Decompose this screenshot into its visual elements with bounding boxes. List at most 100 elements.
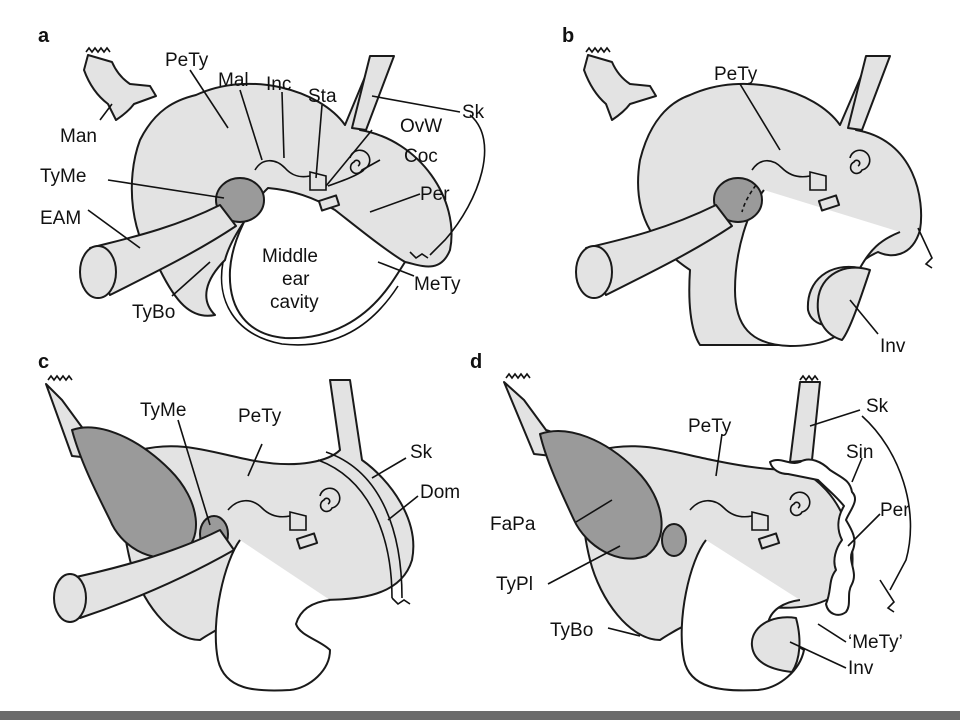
panel-d-lead-typl — [547, 545, 621, 585]
panel-d-tympanic-membrane — [661, 523, 687, 557]
panel-b-mandible-teeth — [585, 46, 611, 54]
panel-a-label-inc: Inc — [266, 74, 291, 95]
panel-d-lead-mety — [817, 623, 847, 643]
panel-a-label-eam: EAM — [40, 208, 81, 229]
panel-a-label-pety: PeTy — [165, 50, 209, 71]
panel-a-lead-man — [99, 103, 113, 121]
panel-a-lead-ovw — [325, 129, 373, 187]
panel-c-lead-tyme — [177, 419, 211, 526]
panel-b-skull-tip — [917, 227, 933, 269]
panel-c: c TyMe PeTy Sk Dom — [38, 351, 460, 692]
panel-d-label-pety: PeTy — [688, 416, 732, 437]
panel-c-label-tyme: TyMe — [140, 400, 186, 421]
panel-c-label-dom: Dom — [420, 482, 460, 503]
panel-d-label-fapa: FaPa — [490, 514, 536, 535]
panel-a-label-tyme: TyMe — [40, 166, 86, 187]
panel-b-stapes — [809, 170, 827, 191]
panel-b: b PeTy Inv — [562, 25, 933, 357]
panel-b-lead-inv — [849, 299, 879, 335]
panel-a-lead-inc — [281, 91, 285, 159]
panel-d-facial-part — [539, 430, 663, 560]
panel-a-lead-mal — [239, 89, 263, 161]
panel-a-cavity-wall — [220, 261, 399, 346]
panel-c-cochlea — [319, 487, 341, 513]
panel-d-lead-fapa — [575, 499, 613, 523]
panel-d-letter: d — [470, 351, 482, 373]
panel-b-tympanic-membrane — [713, 177, 763, 223]
panel-c-ossicles — [227, 499, 291, 518]
panel-d-skull-stub-tip — [799, 374, 819, 382]
panel-d-label-per: Per — [880, 500, 910, 521]
panel-c-white-cavity — [214, 539, 331, 692]
panel-b-label-pety: PeTy — [714, 64, 758, 85]
panel-a-label-per: Per — [420, 184, 450, 205]
panel-a-mandible-teeth — [85, 46, 111, 54]
panel-c-label-sk: Sk — [410, 442, 433, 463]
panel-c-stapes — [289, 510, 307, 531]
panel-a-label-coc: Coc — [404, 146, 438, 167]
panel-d-mandible-teeth — [505, 372, 531, 380]
bottom-bar — [0, 711, 960, 720]
panel-b-skull-stub — [847, 55, 891, 131]
panel-c-lead-pety — [247, 443, 263, 477]
panel-d-label-tybo: TyBo — [550, 620, 593, 641]
panel-a-skull-stub — [351, 55, 395, 131]
panel-d: d PeTy Sk Sin FaPa Per Ty — [470, 351, 912, 692]
panel-c-mandible-teeth — [47, 374, 73, 382]
panel-d-sinus — [769, 458, 856, 616]
panel-b-cochlea — [849, 149, 871, 175]
panel-d-lead-sin — [851, 457, 863, 483]
panel-d-lead-per — [847, 513, 881, 547]
panel-b-meatus-opening — [575, 245, 613, 299]
panel-a-label-ovw: OvW — [400, 116, 442, 137]
panel-a-label-mal: Mal — [218, 70, 249, 91]
panel-a-tympanic-membrane — [215, 177, 265, 223]
panel-c-oval-window — [295, 532, 319, 550]
panel-a-letter: a — [38, 25, 50, 47]
panel-d-skull-stub — [789, 381, 821, 463]
panel-d-lead-inv — [789, 641, 847, 669]
panel-a-middle-ear-cavity — [228, 187, 406, 340]
panel-d-lead-pety — [715, 433, 723, 477]
panel-a-label-mety: MeTy — [414, 274, 461, 295]
panel-d-skull-tip — [879, 579, 896, 613]
panel-c-dome-inner — [325, 451, 403, 599]
panel-a-meatus-opening — [79, 245, 117, 299]
panel-b-ossicles — [751, 159, 811, 178]
panel-b-lead-pety — [739, 83, 781, 151]
panel-c-label-pety: PeTy — [238, 406, 282, 427]
panel-d-inv-pocket — [750, 616, 801, 673]
panel-a-external-acoustic-meatus — [89, 204, 237, 296]
panel-d-lead-tybo — [607, 627, 641, 637]
panel-c-external-acoustic-meatus — [61, 529, 235, 619]
panel-a-lead-sk — [371, 95, 461, 113]
panel-a-lead-per — [369, 193, 421, 213]
panel-c-lead-dom — [387, 495, 419, 521]
panel-c-meatus-opening — [53, 573, 87, 623]
panel-d-label-mety: ‘MeTy’ — [848, 632, 903, 653]
panel-a-skull-line — [429, 114, 486, 256]
panel-a-skull-line-tip — [409, 251, 429, 260]
panel-a-label-sk: Sk — [462, 102, 485, 123]
panel-a-malleus-incus — [254, 159, 311, 178]
panel-c-lead-sk — [371, 457, 407, 479]
panel-b-dashed-ossicle — [741, 184, 757, 213]
panel-b-letter: b — [562, 25, 574, 47]
panel-b-mandible — [583, 54, 657, 121]
panel-b-external-acoustic-meatus — [585, 204, 733, 296]
panel-c-letter: c — [38, 351, 49, 373]
panel-d-ossicles — [689, 499, 753, 518]
panel-a-lead-tybo — [171, 261, 211, 297]
panel-c-dome-tip — [391, 597, 411, 606]
panel-a-label-ear: ear — [282, 269, 310, 290]
panel-a-label-middle: Middle — [262, 246, 318, 267]
panel-a-lead-eam — [87, 209, 141, 249]
panel-a-stapes — [309, 170, 327, 191]
panel-d-label-sk: Sk — [866, 396, 889, 417]
panel-a-lead-mety — [377, 261, 415, 277]
panel-a-lead-coc — [361, 159, 381, 171]
panel-a-lead-pety — [189, 69, 229, 129]
panel-b-oval-window — [817, 194, 841, 212]
panel-c-dome-outer — [317, 459, 393, 599]
